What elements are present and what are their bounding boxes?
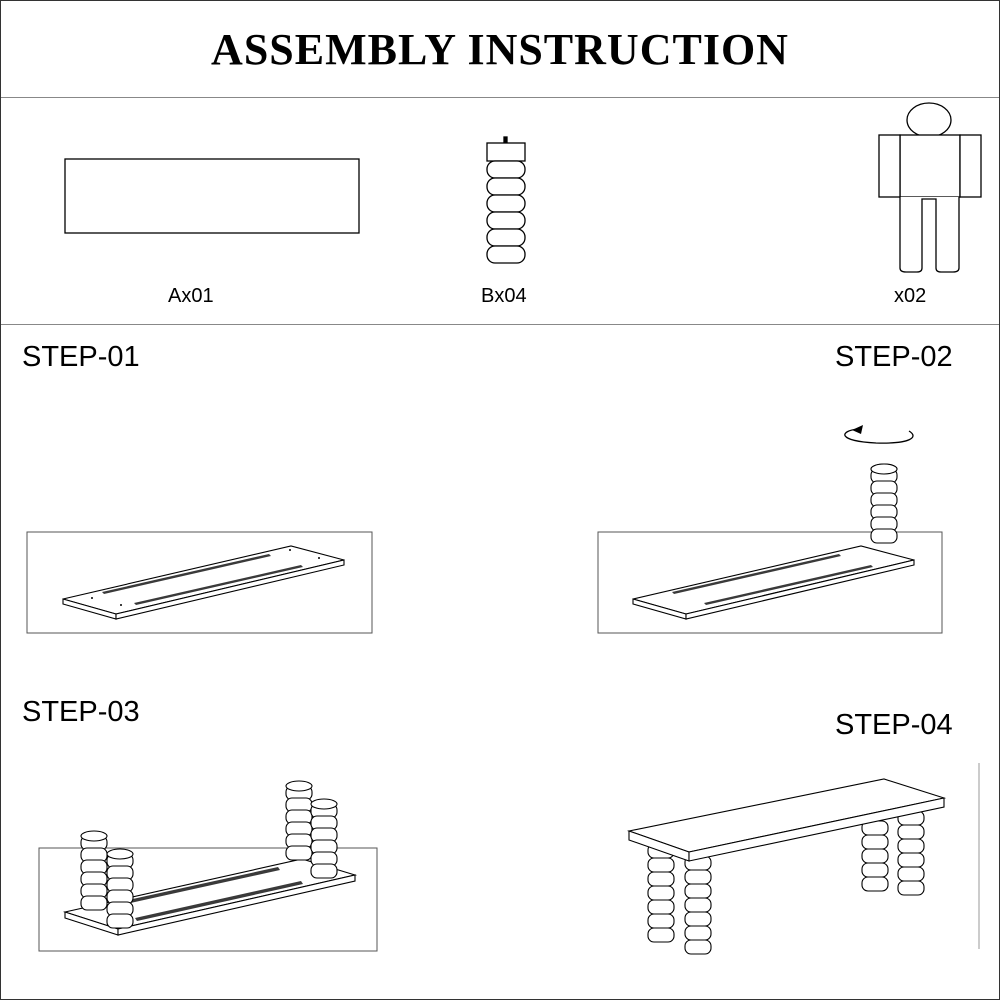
rotate-arrow-icon [844, 425, 914, 444]
step-02-diagram [597, 425, 943, 634]
assembled-bench-top [626, 778, 947, 862]
step-01-label: STEP-01 [22, 341, 140, 373]
leg-being-screwed [870, 463, 898, 544]
leg-front-left [647, 843, 675, 943]
step-03-label: STEP-03 [22, 696, 140, 728]
leg-front-left [106, 848, 134, 929]
parts-drawings [64, 102, 982, 273]
leg-part-icon [486, 136, 526, 264]
people-count-label: x02 [894, 285, 927, 307]
leg-front-right [310, 798, 338, 879]
bench-top-part-icon [64, 158, 360, 234]
leg-back-left [80, 830, 108, 911]
person-icon [878, 102, 982, 273]
bench-top-board [632, 545, 915, 620]
bench-top-board [62, 545, 345, 620]
step-03-frame [38, 847, 378, 952]
bench-top-board [62, 858, 358, 936]
leg-front-right [684, 855, 712, 955]
step-04-diagram [626, 763, 980, 955]
leg-rear-right [897, 810, 925, 896]
step-02-frame [597, 531, 943, 634]
step-04-label: STEP-04 [835, 709, 953, 741]
step-01-frame [26, 531, 373, 634]
parts-list: Ax01 Bx04 x02 [1, 98, 999, 325]
part-a-label: Ax01 [168, 285, 214, 307]
page-title: ASSEMBLY INSTRUCTION [1, 1, 999, 98]
step-02-label: STEP-02 [835, 341, 953, 373]
step-03-diagram [38, 780, 378, 952]
leg-rear-left [861, 820, 889, 892]
leg-back-right [285, 780, 313, 861]
part-b-label: Bx04 [481, 285, 527, 307]
step-01-diagram [26, 531, 373, 634]
